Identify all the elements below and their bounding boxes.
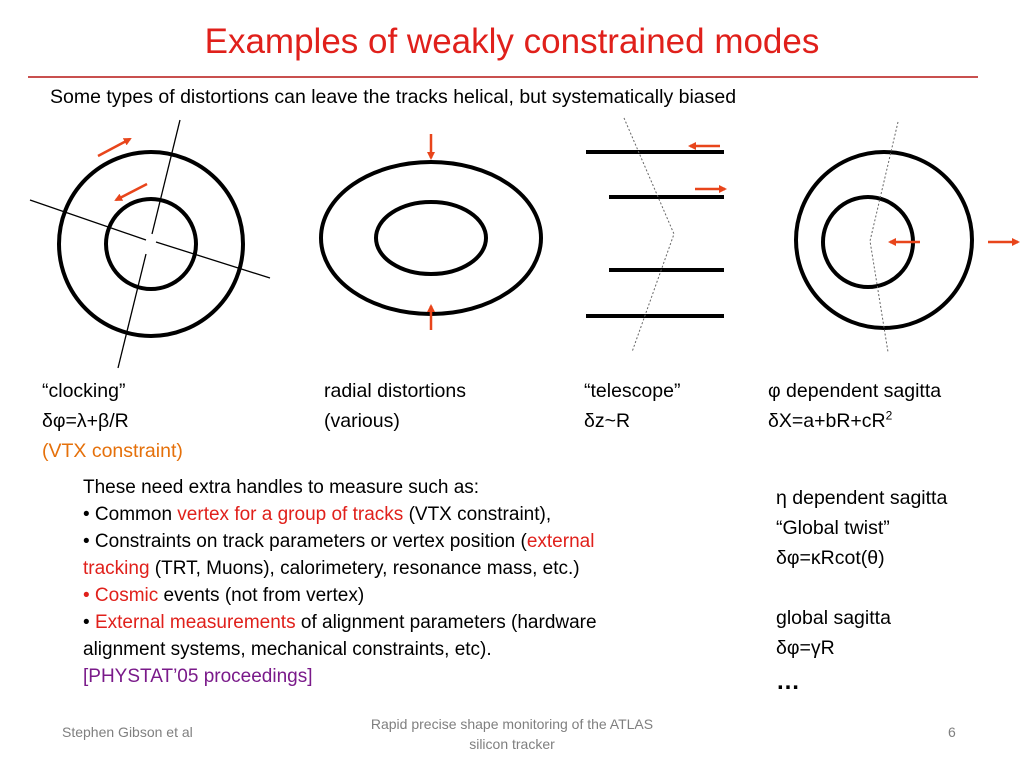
footer-author: Stephen Gibson et al <box>62 724 193 740</box>
notes-bullet: • Common vertex for a group of tracks (V… <box>83 501 597 528</box>
outer-layer-ellipse <box>319 160 543 316</box>
reference-link[interactable]: [PHYSTAT’05 proceedings] <box>83 666 313 687</box>
bullet-highlight: tracking <box>83 558 150 579</box>
arrow-icon <box>97 137 132 158</box>
footer-title: Rapid precise shape monitoring of the AT… <box>370 716 654 752</box>
bullet-text: of alignment parameters (hardware <box>295 612 597 633</box>
phi-sagitta-formula: δX=a+bR+cR2 <box>768 406 941 436</box>
eta-sagitta-title: η dependent sagitta <box>776 487 948 509</box>
telescope-diagram <box>586 117 727 353</box>
clocking-note: (VTX constraint) <box>42 440 183 462</box>
track-line <box>869 121 899 353</box>
inner-layer-ellipse <box>374 200 488 276</box>
bullet-highlight: external <box>526 531 595 552</box>
radial-diagram <box>319 134 543 330</box>
page-number: 6 <box>948 724 956 740</box>
radial-name: radial distortions <box>324 380 466 402</box>
notes-bullet: • Constraints on track parameters or ver… <box>83 528 597 555</box>
eta-sagitta-name: “Global twist” <box>776 517 890 539</box>
eta-sagitta-formula: δφ=κRcot(θ) <box>776 547 885 569</box>
bullet-text: • Constraints on track parameters or ver… <box>83 531 527 552</box>
bullet-text: events (not from vertex) <box>158 585 365 606</box>
clocking-name: “clocking” <box>42 380 126 402</box>
telescope-formula: δz~R <box>584 410 631 432</box>
rotated-axis-line <box>117 253 147 369</box>
arrow-icon <box>114 182 148 202</box>
bullet-highlight: External measurements <box>94 612 296 633</box>
title-divider <box>28 76 978 78</box>
clocking-caption: “clocking” δφ=λ+β/R (VTX constraint) <box>42 376 183 466</box>
notes-bullet: • External measurements of alignment par… <box>83 609 597 636</box>
global-sagitta-title: global sagitta <box>776 607 891 629</box>
bullet-text: • <box>83 612 95 633</box>
right-column: η dependent sagitta “Global twist” δφ=κR… <box>776 483 947 697</box>
notes-block: These need extra handles to measure such… <box>83 474 597 690</box>
rotated-axis-line <box>151 119 181 235</box>
notes-bullet-continuation: tracking (TRT, Muons), calorimetery, res… <box>83 555 597 582</box>
rotated-axis-line <box>29 199 147 241</box>
notes-bullet: • Cosmic events (not from vertex) <box>83 582 597 609</box>
telescope-caption: “telescope” δz~R <box>584 376 680 436</box>
phi-sagitta-name: φ dependent sagitta <box>768 380 942 402</box>
spacer <box>776 573 947 603</box>
clocking-diagram <box>29 119 271 369</box>
bullet-highlight: vertex for a group of tracks <box>177 504 404 525</box>
slide-subtitle: Some types of distortions can leave the … <box>50 86 737 108</box>
slide-title: Examples of weakly constrained modes <box>204 22 820 61</box>
phi-sagitta-formula-exponent: 2 <box>885 408 893 423</box>
radial-caption: radial distortions (various) <box>324 376 466 436</box>
radial-detail: (various) <box>324 410 400 432</box>
notes-bullet-continuation: alignment systems, mechanical constraint… <box>83 639 492 660</box>
bullet-highlight: • Cosmic <box>83 585 159 606</box>
outer-layer-ring <box>794 150 974 330</box>
ellipsis: … <box>776 668 800 695</box>
bullet-text: (VTX constraint), <box>403 504 552 525</box>
bullet-text: • Common <box>83 504 178 525</box>
phi-sagitta-caption: φ dependent sagitta δX=a+bR+cR2 <box>768 376 941 436</box>
telescope-name: “telescope” <box>584 380 681 402</box>
bullet-text: (TRT, Muons), calorimetery, resonance ma… <box>149 558 580 579</box>
outer-layer-ring <box>57 150 245 338</box>
sagitta-diagram <box>794 121 1020 353</box>
global-sagitta-formula: δφ=γR <box>776 637 835 659</box>
clocking-formula: δφ=λ+β/R <box>42 410 129 432</box>
notes-intro: These need extra handles to measure such… <box>83 477 480 498</box>
rotated-axis-line <box>155 241 271 279</box>
inner-layer-ring <box>104 197 198 291</box>
phi-sagitta-formula-main: δX=a+bR+cR <box>768 410 886 432</box>
track-line <box>623 117 675 353</box>
